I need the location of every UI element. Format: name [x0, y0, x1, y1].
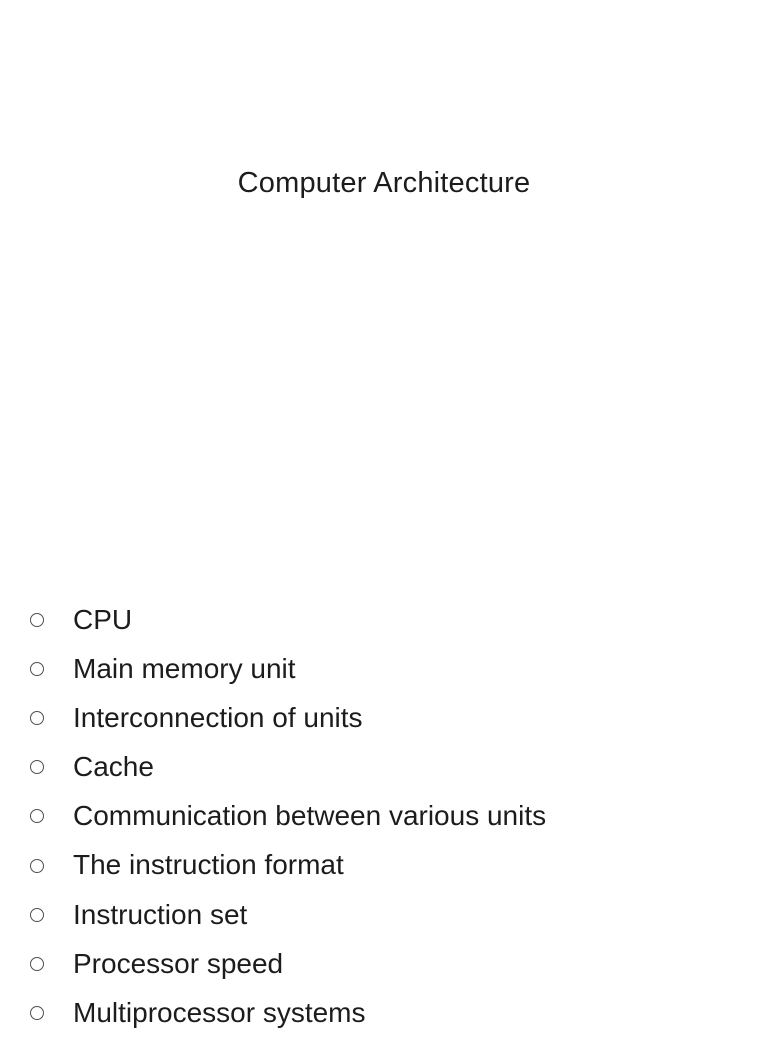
bullet-item: Instruction set — [0, 890, 768, 939]
circle-bullet-icon — [30, 809, 44, 824]
circle-bullet-icon — [30, 907, 44, 922]
circle-bullet-icon — [30, 1006, 44, 1021]
circle-bullet-icon — [30, 858, 44, 873]
circle-bullet-icon — [30, 661, 44, 676]
bullet-label: Instruction set — [73, 898, 248, 930]
bullet-label: Interconnection of units — [73, 701, 363, 733]
circle-bullet-icon — [30, 612, 44, 627]
bullet-label: Main memory unit — [73, 652, 296, 684]
circle-bullet-icon — [30, 760, 44, 775]
bullet-item: Multiprocessor systems — [0, 989, 768, 1038]
bullet-label: Cache — [73, 751, 154, 783]
bullet-item: Main memory unit — [0, 644, 768, 693]
bullet-label: Communication between various units — [73, 800, 547, 832]
bullet-item: Processor speed — [0, 939, 768, 988]
bullet-label: The instruction format — [73, 849, 344, 881]
bullet-item: Interconnection of units — [0, 693, 768, 742]
bullet-label: CPU — [73, 603, 133, 635]
circle-bullet-icon — [30, 710, 44, 725]
slide-title: Computer Architecture — [237, 167, 531, 199]
bullet-item: Communication between various units — [0, 792, 768, 841]
bullet-item: Cache — [0, 743, 768, 792]
circle-bullet-icon — [30, 956, 44, 971]
bullet-label: Multiprocessor systems — [73, 997, 366, 1028]
bullet-item: The instruction format — [0, 841, 768, 890]
bullet-label: Processor speed — [73, 947, 284, 979]
bullet-item: CPU — [0, 595, 768, 644]
